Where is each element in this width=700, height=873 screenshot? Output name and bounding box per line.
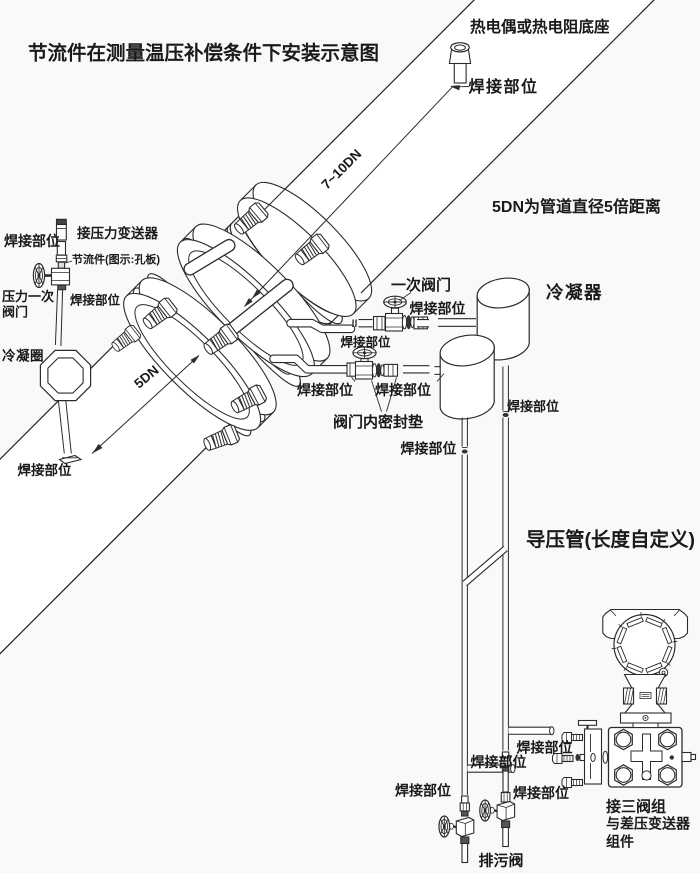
svg-text:焊接部位: 焊接部位 xyxy=(395,783,451,799)
svg-text:焊接部位: 焊接部位 xyxy=(517,740,573,756)
svg-text:焊接部位: 焊接部位 xyxy=(507,399,559,414)
svg-text:冷凝器: 冷凝器 xyxy=(546,283,603,303)
svg-text:与差压变送器: 与差压变送器 xyxy=(606,816,691,832)
svg-text:阀门: 阀门 xyxy=(2,305,28,320)
svg-text:焊接部位: 焊接部位 xyxy=(297,382,353,398)
svg-text:热电偶或热电阻底座: 热电偶或热电阻底座 xyxy=(470,17,610,36)
svg-text:焊接部位: 焊接部位 xyxy=(4,233,60,249)
svg-text:5DN为管道直径5倍距离: 5DN为管道直径5倍距离 xyxy=(492,197,661,216)
svg-text:焊接部位: 焊接部位 xyxy=(18,462,72,478)
svg-text:导压管(长度自定义): 导压管(长度自定义) xyxy=(526,528,695,551)
svg-text:冷凝圈: 冷凝圈 xyxy=(2,348,44,364)
svg-text:节流件(图示:孔板): 节流件(图示:孔板) xyxy=(72,252,160,266)
svg-text:节流件在测量温压补偿条件下安装示意图: 节流件在测量温压补偿条件下安装示意图 xyxy=(28,42,379,65)
svg-text:焊接部位: 焊接部位 xyxy=(410,301,466,317)
svg-text:焊接部位: 焊接部位 xyxy=(513,785,569,801)
svg-text:焊接部位: 焊接部位 xyxy=(469,77,539,96)
svg-text:阀门内密封垫: 阀门内密封垫 xyxy=(333,413,423,431)
svg-text:压力一次: 压力一次 xyxy=(2,289,54,304)
svg-text:焊接部位: 焊接部位 xyxy=(70,293,121,308)
svg-text:排污阀: 排污阀 xyxy=(479,852,524,870)
svg-text:焊接部位: 焊接部位 xyxy=(401,441,457,457)
svg-text:焊接部位: 焊接部位 xyxy=(375,382,431,398)
svg-text:接三阀组: 接三阀组 xyxy=(606,798,666,816)
svg-text:焊接部位: 焊接部位 xyxy=(471,754,527,770)
svg-text:一次阀门: 一次阀门 xyxy=(391,276,451,294)
svg-text:焊接部位: 焊接部位 xyxy=(341,335,392,350)
svg-text:接压力变送器: 接压力变送器 xyxy=(77,225,158,241)
svg-text:组件: 组件 xyxy=(606,834,634,850)
